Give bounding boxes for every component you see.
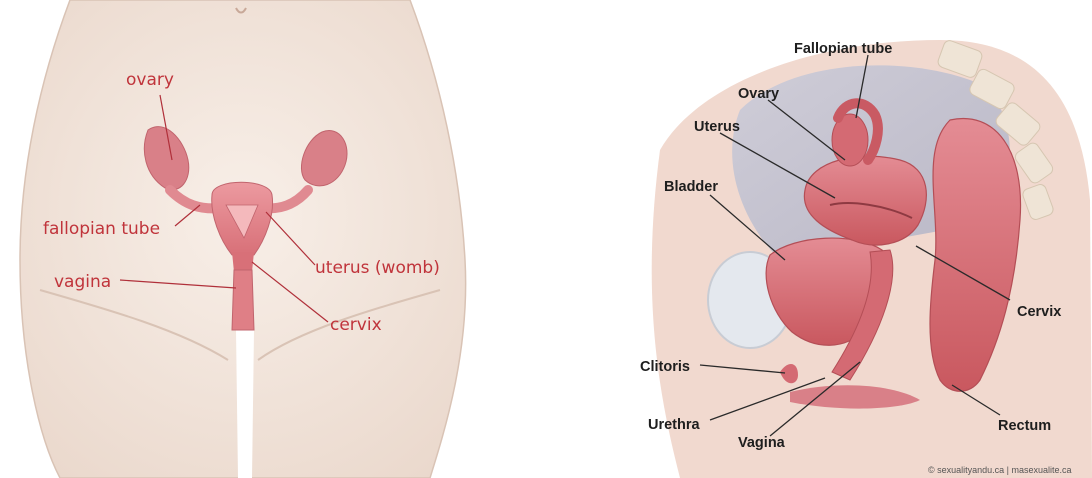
side-view-illustration: Fallopian tube Ovary Uterus Bladder Cerv… xyxy=(620,0,1092,478)
label-cervix: cervix xyxy=(330,315,382,335)
label-urethra-side: Urethra xyxy=(648,417,701,433)
label-vagina-side: Vagina xyxy=(738,435,786,451)
label-bladder-side: Bladder xyxy=(664,179,718,195)
label-clitoris-side: Clitoris xyxy=(640,359,690,375)
label-uterus: uterus (womb) xyxy=(315,258,440,278)
label-rectum-side: Rectum xyxy=(998,418,1051,434)
label-fallopian-tube: fallopian tube xyxy=(43,219,160,239)
image-credit: © sexualityandu.ca | masexualite.ca xyxy=(928,465,1072,475)
label-vagina: vagina xyxy=(54,272,111,292)
label-ovary-side: Ovary xyxy=(738,86,779,102)
label-fallopian-tube-side: Fallopian tube xyxy=(794,41,892,57)
side-view-diagram: Fallopian tube Ovary Uterus Bladder Cerv… xyxy=(620,0,1092,478)
leg-gap xyxy=(236,330,254,478)
front-view-illustration: ovary fallopian tube vagina uterus (womb… xyxy=(0,0,476,478)
label-uterus-side: Uterus xyxy=(694,119,740,135)
vagina-shape xyxy=(232,270,254,330)
front-view-diagram: ovary fallopian tube vagina uterus (womb… xyxy=(0,0,476,478)
label-ovary: ovary xyxy=(126,70,174,90)
cervix-shape xyxy=(232,252,254,272)
label-cervix-side: Cervix xyxy=(1017,304,1061,320)
